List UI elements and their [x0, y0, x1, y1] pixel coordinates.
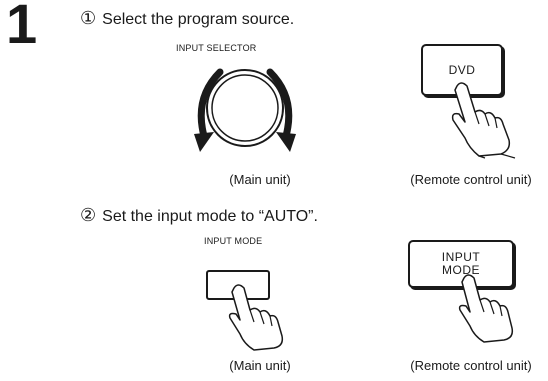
- knob-inner-ring: [211, 74, 279, 142]
- panel2-remote-caption: (Remote control unit): [410, 358, 532, 373]
- input-selector-knob[interactable]: [180, 58, 310, 168]
- instruction-1-text: Select the program source.: [102, 11, 295, 28]
- instruction-2: ② Set the input mode to “AUTO”.: [80, 205, 318, 226]
- instruction-2-text: Set the input mode to “AUTO”.: [102, 208, 318, 225]
- input-mode-label: INPUT MODE: [204, 236, 263, 246]
- step-number: 1: [6, 0, 38, 55]
- panel2-main-caption: (Main unit): [229, 358, 291, 373]
- input-mode-remote-button[interactable]: INPUT MODE: [408, 240, 514, 288]
- input-mode-button-line1: INPUT: [441, 250, 481, 265]
- pointing-hand-icon: [228, 284, 284, 351]
- pointing-hand-icon: [451, 82, 516, 159]
- step-marker-1: ①: [80, 8, 97, 29]
- panel1-remote-caption: (Remote control unit): [410, 172, 532, 187]
- dvd-button-label: DVD: [448, 62, 476, 77]
- instruction-1: ① Select the program source.: [80, 8, 294, 29]
- input-selector-label: INPUT SELECTOR: [176, 43, 257, 53]
- panel1-main-caption: (Main unit): [229, 172, 291, 187]
- pointing-hand-icon: [458, 274, 514, 343]
- dvd-button[interactable]: DVD: [421, 44, 503, 96]
- input-mode-button-line2: MODE: [442, 263, 480, 277]
- rotate-clockwise-arrow-icon: [266, 68, 296, 152]
- rotate-counterclockwise-arrow-icon: [194, 68, 224, 152]
- step-marker-2: ②: [80, 205, 97, 226]
